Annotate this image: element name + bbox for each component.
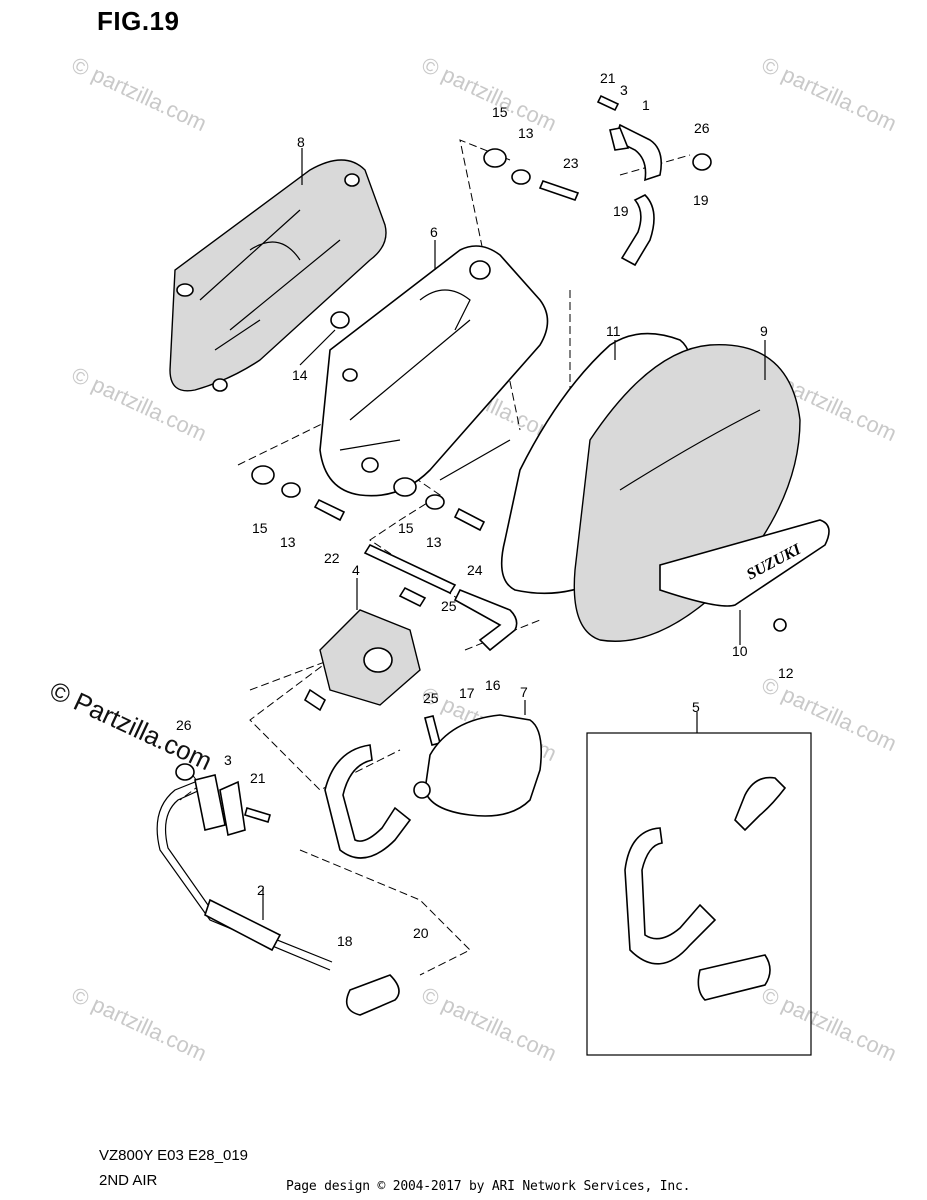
callout-26: 26 [694,120,710,136]
watermark: © partzilla.com [758,672,901,756]
callout-10: 10 [732,643,748,659]
callout-labels: 1 2 3 3 4 5 6 7 8 9 10 11 12 13 13 13 14… [176,70,794,949]
watermark: © partzilla.com [68,982,211,1066]
watermark: © partzilla.com [68,52,211,136]
hoses [363,543,518,652]
callout-26: 26 [176,717,192,733]
callout-5: 5 [692,699,700,715]
callout-13: 13 [518,125,534,141]
watermark: © partzilla.com [758,52,901,136]
callout-4: 4 [352,562,360,578]
callout-11: 11 [606,323,621,339]
leader-lines [262,148,766,920]
callout-15: 15 [492,104,508,120]
callout-23: 23 [563,155,579,171]
watermark: © partzilla.com [758,982,901,1066]
callout-13: 13 [426,534,442,550]
callout-15: 15 [398,520,414,536]
callout-8: 8 [297,134,305,150]
callout-3: 3 [620,82,628,98]
model-code: VZ800Y E03 E28_019 [99,1147,249,1164]
callout-21: 21 [600,70,616,86]
copyright-notice: Page design © 2004-2017 by ARI Network S… [286,1179,691,1194]
u-hose [324,744,412,1016]
section-name: 2ND AIR [99,1172,158,1189]
callout-2: 2 [257,882,265,898]
part-5-hose-set [586,732,812,1056]
callout-6: 6 [430,224,438,240]
callout-13: 13 [280,534,296,550]
callout-24: 24 [467,562,483,578]
part-8-cover-plate [169,159,387,392]
callout-25: 25 [441,598,457,614]
watermark: © partzilla.com [418,52,561,136]
callout-19: 19 [613,203,629,219]
part-6-bracket-plate [319,245,549,497]
callout-22: 22 [324,550,340,566]
part-10-emblem: SUZUKI [659,519,830,607]
bolts [244,94,787,824]
callout-9: 9 [760,323,768,339]
callout-3: 3 [224,752,232,768]
callout-19: 19 [693,192,709,208]
callout-12: 12 [778,665,794,681]
callout-14: 14 [292,367,308,383]
callout-25: 25 [423,690,439,706]
part-4-reed-valve [303,609,421,712]
callout-1: 1 [642,97,650,113]
callout-20: 20 [413,925,429,941]
part-1-elbow-pipe [609,123,712,267]
part-9-side-cover [573,344,801,642]
grommets [251,148,531,510]
figure-title: FIG.19 [97,6,180,36]
part-2-air-pipe [156,763,333,971]
callout-7: 7 [520,684,528,700]
watermark: © partzilla.com [418,982,561,1066]
callout-21: 21 [250,770,266,786]
callout-15: 15 [252,520,268,536]
part-7-reservoir [413,714,543,817]
callout-17: 17 [459,685,475,701]
callout-16: 16 [485,677,501,693]
callout-18: 18 [337,933,353,949]
